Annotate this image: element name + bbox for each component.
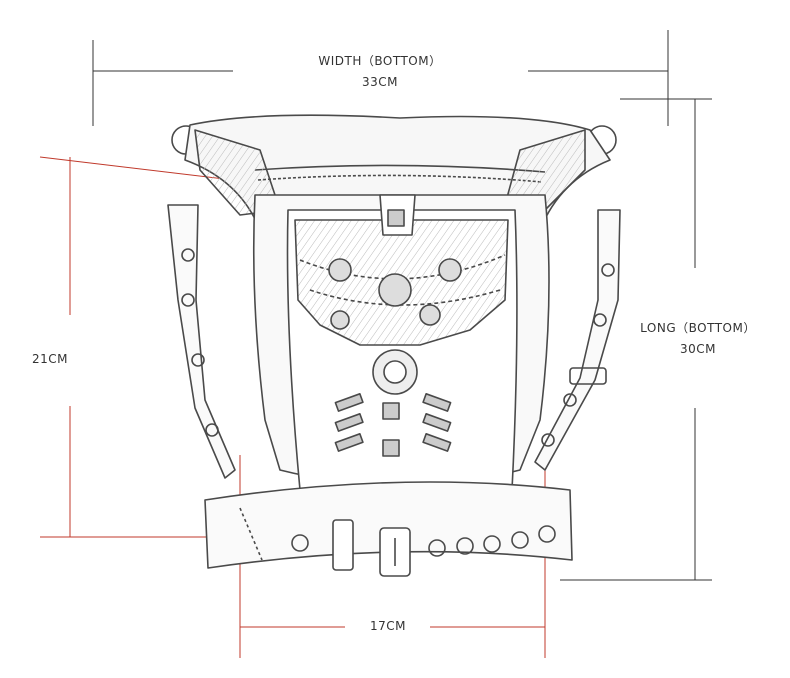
right-strap [534, 209, 621, 471]
belt-keeper [332, 519, 354, 571]
top-stud [387, 209, 405, 227]
skull-decor [328, 258, 462, 330]
bottom-depth-value: 17CM [369, 619, 406, 633]
bag-illustration [167, 114, 621, 577]
chain [299, 254, 506, 280]
left-strap-grommet [181, 293, 195, 307]
right-strap-grommet [563, 393, 577, 407]
leg-belt [204, 481, 573, 569]
zipper-line [254, 164, 546, 173]
right-strap-grommet [593, 313, 607, 327]
width-title: WIDTH（BOTTOM） [318, 54, 442, 68]
pocket-clasp-inner [383, 360, 407, 384]
width-dimension-lines [92, 30, 669, 126]
right-strap-keeper [569, 367, 607, 385]
long-value: 30CM [679, 342, 716, 356]
left-strap [167, 204, 236, 479]
long-dimension-lines [560, 98, 712, 581]
left-strap-grommet [205, 423, 219, 437]
long-title: LONG（BOTTOM） [640, 321, 756, 335]
left-strap-grommet [181, 248, 195, 262]
pyramid-studs [334, 392, 452, 457]
height-value: 21CM [31, 352, 68, 366]
right-strap-grommet [541, 433, 555, 447]
right-strap-grommet [601, 263, 615, 277]
width-value: 33CM [361, 75, 398, 89]
zipper-line [257, 174, 543, 183]
belt-grommets [291, 525, 556, 557]
left-strap-grommet [191, 353, 205, 367]
